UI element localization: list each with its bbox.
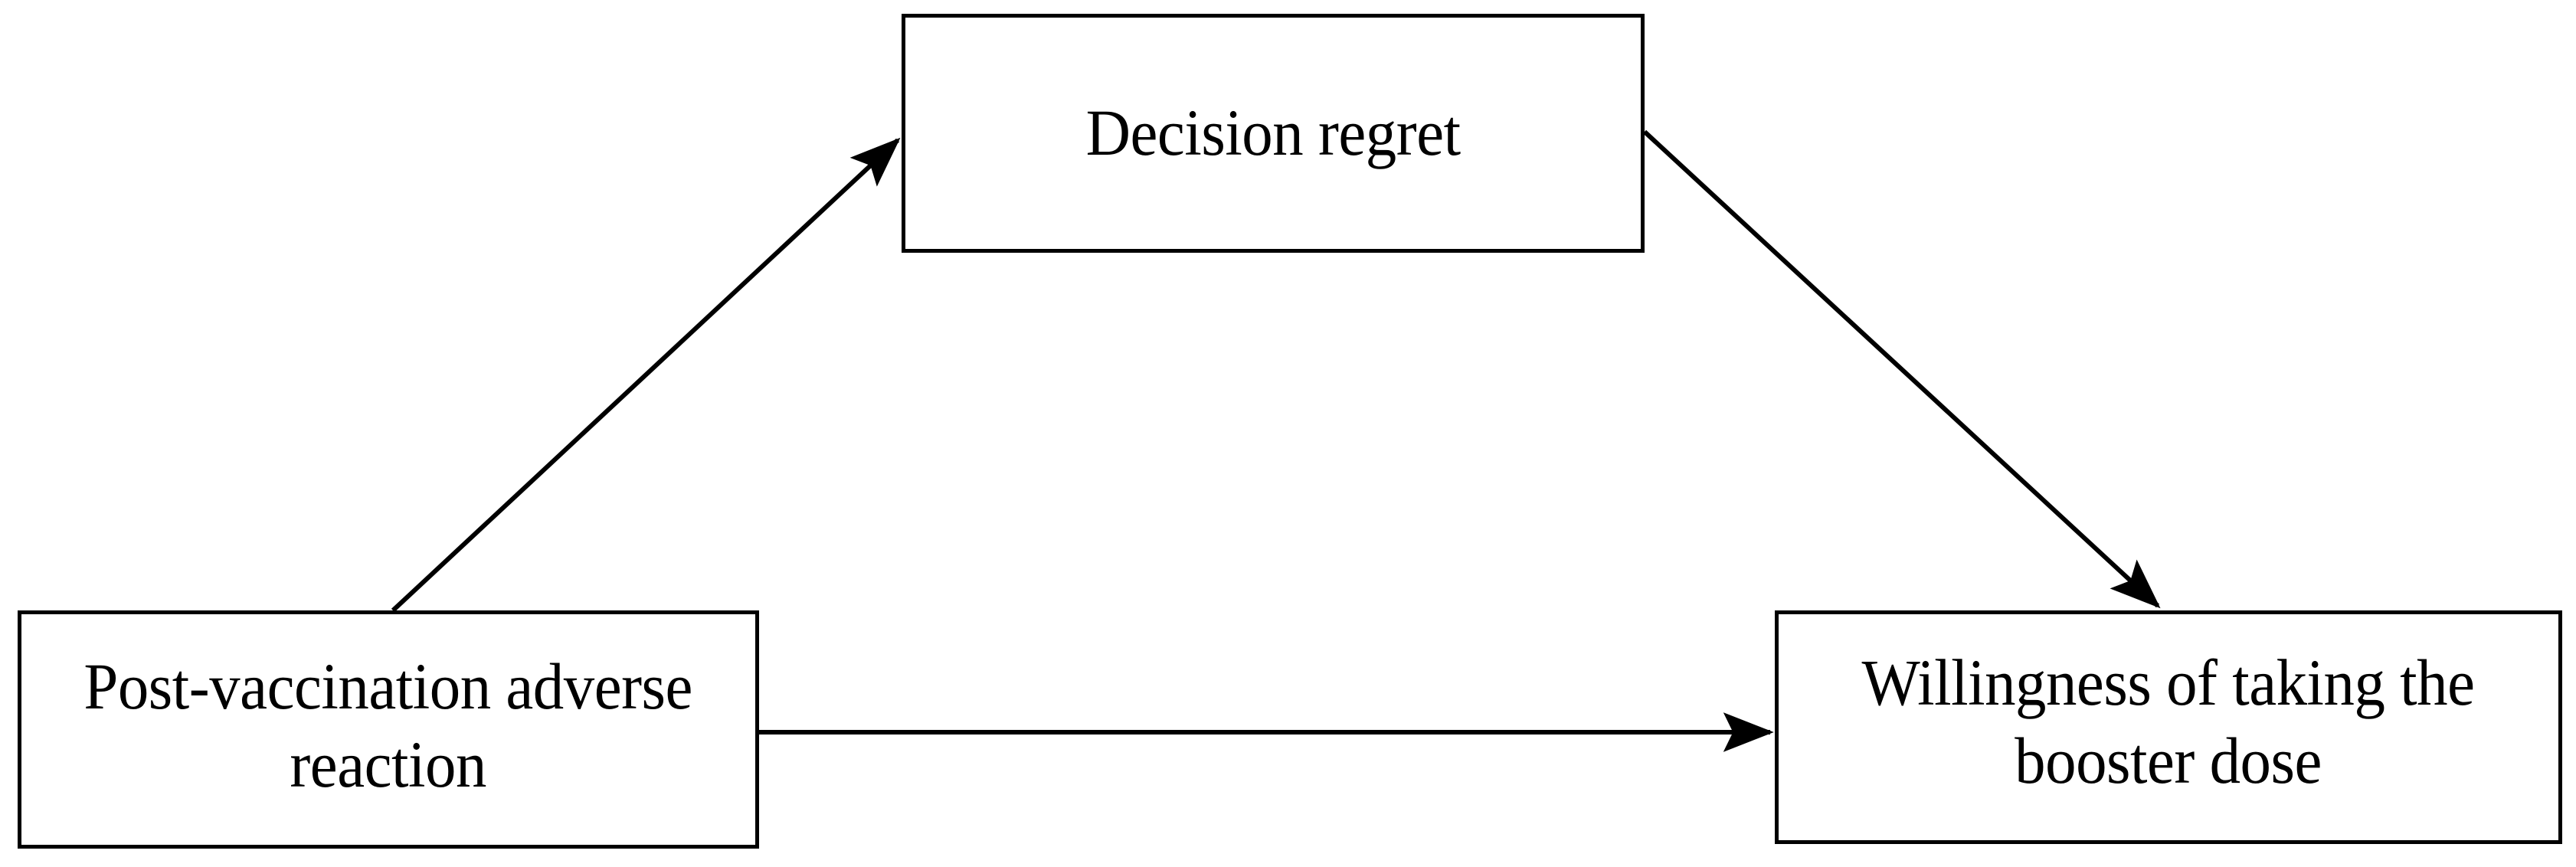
node-box-post-vaccination-adverse-reaction[interactable]: Post-vaccination adverse reaction (18, 610, 759, 849)
edge-mediator-to-outcome (1642, 129, 2161, 609)
node-label-post-vaccination-adverse-reaction: Post-vaccination adverse reaction (83, 649, 693, 801)
node-box-decision-regret[interactable]: Decision regret (902, 14, 1645, 253)
node-label-willingness-of-taking-the-booster-dose: Willingness of taking the booster dose (1861, 646, 2475, 797)
node-label-decision-regret: Decision regret (1085, 96, 1461, 170)
node-box-willingness-of-taking-the-booster-dose[interactable]: Willingness of taking the booster dose (1775, 610, 2562, 844)
edge-predictor-to-mediator (391, 137, 901, 613)
